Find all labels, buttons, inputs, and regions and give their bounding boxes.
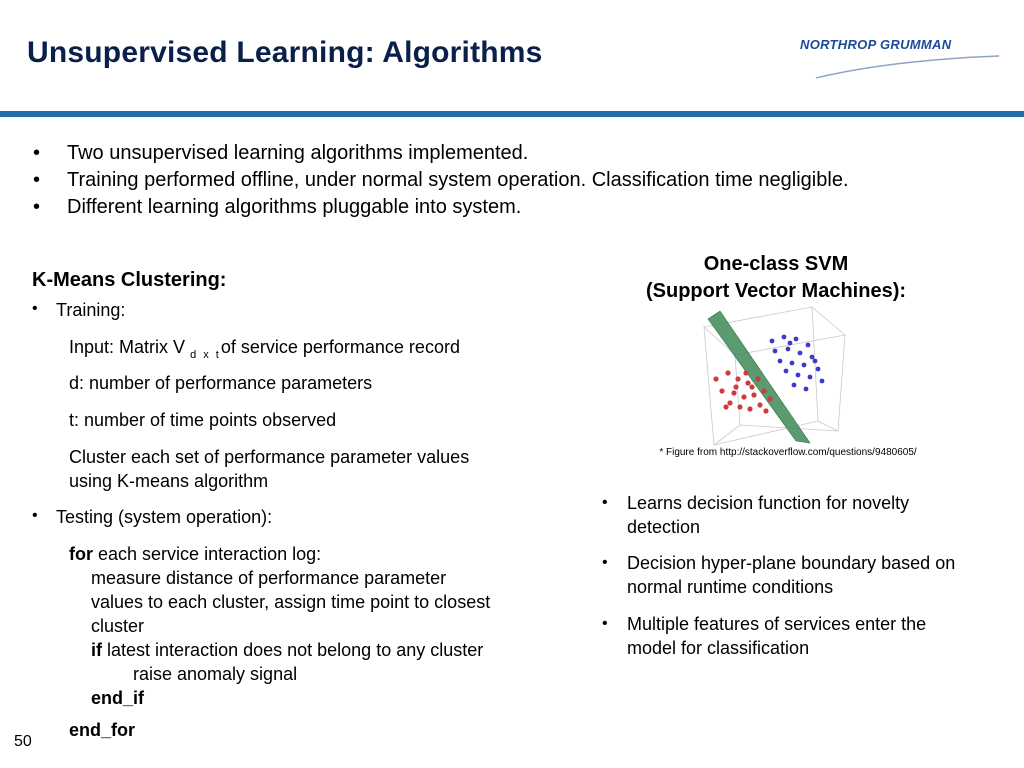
bullet-dot: • (602, 615, 608, 632)
training-bullet: • Training: (32, 300, 126, 321)
measure-line-1: measure distance of performance paramete… (91, 568, 447, 588)
d-definition: d: number of performance parameters (69, 373, 373, 393)
matrix-subscript: d x t (190, 349, 221, 361)
if-line: if latest interaction does not belong to… (91, 638, 483, 662)
input-suffix: of service performance record (220, 337, 460, 357)
svm-heading-line-2: (Support Vector Machines): (645, 280, 907, 302)
training-label: Training: (56, 300, 126, 320)
figure-caption: * Figure from http://stackoverflow.com/q… (659, 447, 917, 458)
blue-cluster (769, 334, 825, 392)
bullet-dot: • (33, 196, 41, 218)
top-bullet: • Training performed offline, under norma… (30, 167, 1010, 194)
top-bullet: • Different learning algorithms pluggable… (30, 194, 1010, 221)
svm-bullet-line-2: detection (627, 517, 701, 537)
bullet-dot: • (33, 142, 41, 164)
top-bullet: • Two unsupervised learning algorithms im… (30, 140, 1010, 167)
page-number: 50 (14, 733, 32, 750)
for-keyword: for (69, 544, 93, 564)
top-bullet-text: Two unsupervised learning algorithms imp… (67, 142, 529, 164)
for-text: each service interaction log: (98, 544, 322, 564)
company-logo: NORTHROP GRUMMAN (794, 34, 1004, 84)
bullet-dot: • (33, 169, 41, 191)
testing-label: Testing (system operation): (56, 507, 273, 527)
bullet-dot: • (602, 554, 608, 571)
measure-line-3: cluster (91, 616, 145, 636)
svm-bullet-line-1: Multiple features of services enter the (627, 614, 927, 634)
cube-wireframe (703, 306, 846, 446)
svm-bullet: • Multiple features of services enter the… (602, 612, 997, 660)
for-line: for each service interaction log: (69, 542, 321, 566)
svm-bullet: • Decision hyper-plane boundary based on n… (602, 551, 997, 599)
testing-bullet: • Testing (system operation): (32, 507, 273, 528)
if-text: latest interaction does not belong to an… (107, 640, 484, 660)
measure-line-2: values to each cluster, assign time poin… (91, 592, 491, 612)
bullet-dot: • (32, 507, 38, 524)
raise-line: raise anomaly signal (133, 664, 298, 684)
svm-heading: One-class SVM (Support Vector Machines): (600, 251, 952, 305)
kmeans-heading: K-Means Clustering: (32, 269, 227, 291)
cluster-line-1: Cluster each set of performance paramete… (69, 447, 470, 467)
logo-text: NORTHROP GRUMMAN (800, 37, 952, 52)
top-bullet-text: Different learning algorithms pluggable … (67, 196, 522, 218)
bullet-dot: • (32, 300, 38, 317)
top-bullet-text: Training performed offline, under normal… (67, 169, 849, 191)
input-prefix: Input: Matrix V (69, 337, 186, 357)
cluster-line-2: using K-means algorithm (69, 471, 269, 491)
if-keyword: if (91, 640, 102, 660)
end-for-line: end_for (69, 720, 136, 740)
header-rule (0, 111, 1024, 117)
svm-figure (703, 306, 846, 446)
page-title: Unsupervised Learning: Algorithms (27, 36, 543, 69)
svm-heading-line-1: One-class SVM (703, 253, 849, 275)
svm-bullet-line-1: Decision hyper-plane boundary based on (627, 553, 956, 573)
svm-bullet-line-2: model for classification (627, 638, 810, 658)
red-cluster (713, 370, 773, 414)
t-definition: t: number of time points observed (69, 410, 337, 430)
bullet-dot: • (602, 494, 608, 511)
top-bullet-list: • Two unsupervised learning algorithms im… (30, 140, 1010, 221)
svm-bullet-line-2: normal runtime conditions (627, 577, 834, 597)
end-if-line: end_if (91, 688, 145, 708)
input-line: Input: Matrix V d x tof service performa… (69, 335, 460, 367)
svm-bullet-line-1: Learns decision function for novelty (627, 493, 910, 513)
svm-bullet: • Learns decision function for novelty det… (602, 491, 997, 539)
logo-swoosh-icon (815, 55, 1000, 79)
